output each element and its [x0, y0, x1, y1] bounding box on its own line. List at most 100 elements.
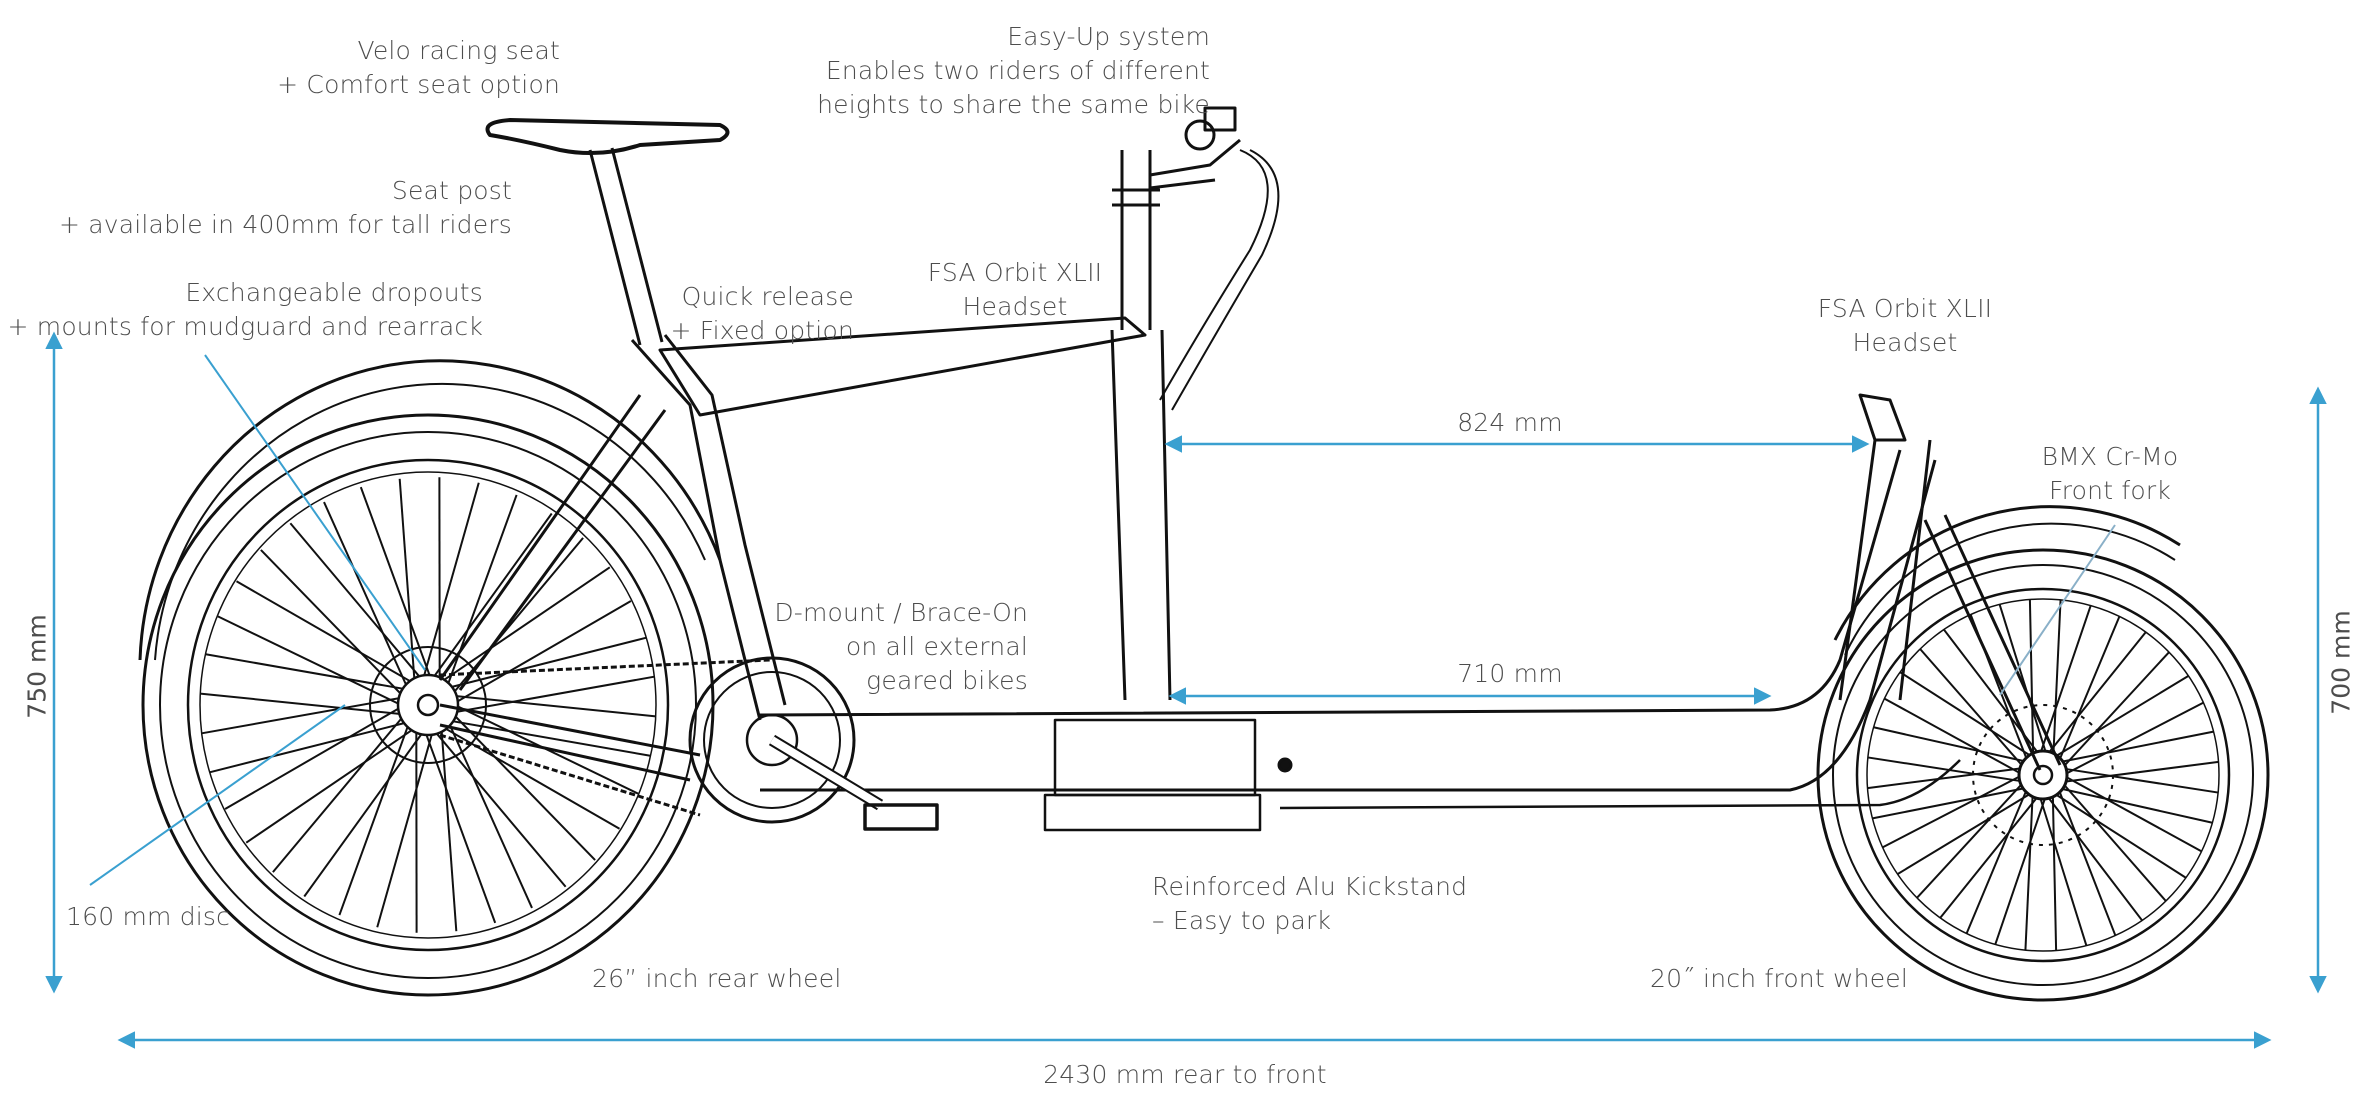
easy-up-label-line2: Enables two riders of different: [825, 56, 1210, 85]
spoke: [2052, 599, 2062, 754]
fork-leader: [1999, 524, 2116, 696]
spoke: [425, 734, 497, 924]
d-mount-label-line3: geared bikes: [866, 666, 1028, 695]
rear-height-label: 750 mm: [22, 614, 52, 719]
front-height-label: 700 mm: [2326, 610, 2356, 715]
kickstand-label: Reinforced Alu Kickstand – Easy to park: [1152, 870, 1467, 938]
front-rim-inner: [1866, 598, 2220, 952]
spoke: [209, 722, 405, 774]
spoke: [2028, 599, 2035, 754]
seat-label: Velo racing seat + Comfort seat option: [277, 34, 560, 102]
seat-post: [588, 147, 664, 346]
frame: [438, 106, 2062, 832]
spoke: [303, 733, 423, 898]
front-tire-outer: [1816, 548, 2270, 1002]
dropouts-leader: [204, 354, 426, 671]
frame-bolt: [1277, 757, 1293, 773]
spoke: [1867, 756, 2020, 782]
chain: [439, 658, 771, 817]
spoke: [205, 653, 403, 690]
spoke: [2065, 760, 2219, 783]
seat-post-label-line1: Seat post: [391, 176, 512, 205]
quick-release-label: Quick release + Fixed option: [671, 280, 854, 348]
spoke: [1965, 791, 2027, 934]
front-headset-label: FSA Orbit XLII Headset: [1795, 292, 2015, 360]
rear-spokes: [200, 477, 656, 933]
overall-length-label: 2430 mm rear to front: [1043, 1060, 1327, 1089]
spoke: [2055, 794, 2187, 879]
spoke: [451, 636, 647, 688]
seat-post-label: Seat post + available in 400mm for tall …: [59, 174, 512, 242]
rear-mudguard: [138, 359, 722, 661]
dropouts-label-line1: Exchangeable dropouts: [185, 278, 483, 307]
front-headset-cup: [1858, 393, 1907, 442]
chain-stay: [439, 703, 701, 782]
disc-leader: [89, 704, 346, 886]
brake-cables-2: [1171, 149, 1280, 411]
spoke: [2064, 651, 2170, 766]
seat-tube: [630, 334, 787, 721]
quick-release-label-line2: + Fixed option: [670, 316, 854, 345]
dropouts-label-line2: + mounts for mudguard and rearrack: [7, 312, 483, 341]
cargo-junction: [1053, 718, 1257, 797]
seat-label-line1: Velo racing seat: [357, 36, 560, 65]
spoke: [200, 692, 400, 715]
dropouts-label: Exchangeable dropouts + mounts for mudgu…: [7, 276, 483, 344]
d-mount-label-line2: on all external: [845, 632, 1028, 661]
rear-wheel: [138, 359, 722, 997]
rear-headset-label-line1: FSA Orbit XLII: [927, 258, 1103, 287]
rear-mudguard-inner: [154, 382, 706, 661]
spoke: [2051, 796, 2058, 951]
rear-axle: [416, 693, 440, 717]
spoke: [2066, 768, 2219, 794]
seat-label-line2: + Comfort seat option: [277, 70, 560, 99]
spoke: [2066, 776, 2203, 853]
spoke: [2024, 796, 2034, 951]
spoke: [2040, 605, 2092, 752]
rear-disc-rotor: [369, 646, 487, 764]
crank-arm-fill: [769, 736, 883, 809]
easy-up-label-line3: heights to share the same bike: [817, 90, 1210, 119]
spoke: [454, 715, 596, 861]
rear-rim: [186, 458, 670, 952]
spoke: [440, 731, 458, 932]
spoke: [1916, 784, 2022, 899]
d-mount-label: D-mount / Brace-On on all external geare…: [774, 596, 1028, 698]
front-head-tube: [1838, 439, 1932, 701]
dimension-lines: [45, 331, 2327, 1049]
front-tire-inner: [1832, 564, 2254, 986]
front-wheel: [1816, 505, 2270, 1002]
front-hub: [2017, 749, 2069, 801]
front-wheel-label: 20˝ inch front wheel: [1650, 964, 1909, 993]
spoke: [1873, 726, 2024, 762]
pedal: [863, 803, 939, 831]
spoke: [2056, 675, 2189, 757]
rear-rim-inner: [199, 471, 657, 939]
front-headset-label-line1: FSA Orbit XLII: [1817, 294, 1993, 323]
cargo-lower-dimension-label: 710 mm: [1457, 659, 1563, 688]
seat-post-label-line2: + available in 400mm for tall riders: [58, 210, 512, 239]
front-fork-label-line1: BMX Cr-Mo: [2041, 442, 2179, 471]
spoke: [456, 695, 656, 718]
spoke: [423, 482, 480, 676]
spoke: [245, 729, 413, 844]
front-fork-label: BMX Cr-Mo Front fork: [2010, 440, 2210, 508]
spoke: [2066, 701, 2204, 775]
front-mudguard: [1833, 505, 2181, 641]
front-fork-label-line2: Front fork: [2048, 476, 2172, 505]
rear-headset-label-line2: Headset: [962, 292, 1068, 321]
top-tube: [658, 316, 1147, 417]
seat-stay: [438, 394, 667, 691]
front-axle: [2032, 764, 2054, 786]
leader-lines: [89, 354, 2116, 886]
steerer-tube: [1112, 150, 1160, 330]
spoke: [2063, 784, 2167, 902]
spoke: [2048, 797, 2143, 922]
handlebar-stem: [1149, 138, 1241, 190]
spoke: [224, 707, 399, 810]
kickstand-label-line2: – Easy to park: [1152, 906, 1332, 935]
spoke: [2048, 631, 2147, 753]
easy-up-label: Easy-Up system Enables two riders of dif…: [817, 20, 1210, 122]
spoke: [2039, 798, 2088, 946]
spoke: [272, 718, 403, 873]
